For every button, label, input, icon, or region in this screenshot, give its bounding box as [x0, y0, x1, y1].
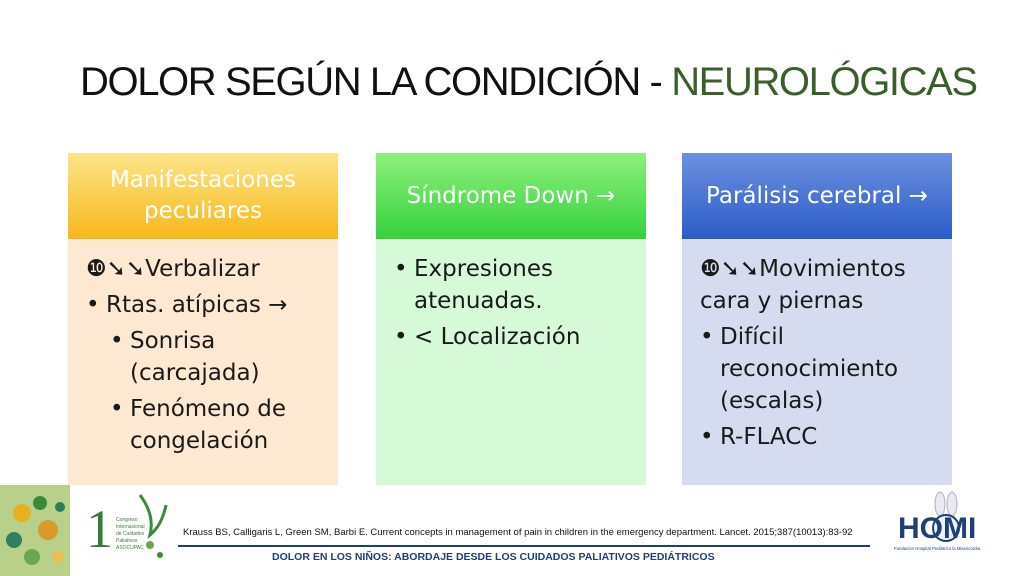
bullet-dot-icon: • — [394, 324, 408, 350]
bullet-dot-icon: • — [700, 324, 714, 350]
column-paralisis-cerebral: Parálisis cerebral → ❿➘➘Movimientos cara… — [682, 153, 952, 485]
bullet-item: •Expresiones atenuadas. — [394, 253, 632, 317]
column-header: Parálisis cerebral → — [682, 153, 952, 239]
column-body: •Expresiones atenuadas.•< Localización — [376, 239, 646, 485]
sub-bullet-item: •Sonrisa (carcajada) — [86, 325, 324, 389]
logo-line: Paliativos — [116, 538, 138, 544]
column-header: Manifestaciones peculiares — [68, 153, 338, 239]
column-line: ❿➘➘Verbalizar — [86, 256, 260, 282]
bullet-text: Rtas. atípicas → — [106, 292, 288, 318]
congress-logo: 1 Congreso Internacional de Cuidados Pal… — [0, 485, 168, 576]
bullet-dot-icon: • — [394, 256, 408, 282]
bullet-dot-icon: • — [86, 292, 100, 318]
homi-logo: HOMI Fundación Hospital Pediátrico la Mi… — [894, 491, 981, 551]
bullet-item: •R-FLACC — [700, 421, 938, 453]
column-manifestaciones: Manifestaciones peculiares ❿➘➘Verbalizar… — [68, 153, 338, 485]
title-accent: NEUROLÓGICAS — [671, 60, 978, 104]
bullet-dot-icon: • — [110, 328, 124, 354]
bullet-text: R-FLACC — [720, 424, 818, 450]
logo-line: Congreso — [116, 517, 138, 523]
bullet-item: •< Localización — [394, 321, 632, 353]
bullet-text: < Localización — [414, 324, 581, 350]
logo-line: de Cuidados — [116, 531, 145, 537]
logo-number: 1 — [86, 499, 113, 559]
column-header: Síndrome Down → — [376, 153, 646, 239]
bullet-text: Sonrisa (carcajada) — [130, 328, 260, 386]
logo-line: ASOCUPAC — [116, 545, 144, 551]
footer-divider — [178, 545, 870, 547]
bunny-logo-icon — [932, 491, 960, 542]
reference-citation: Krauss BS, Calligaris L, Green SM, Barbi… — [183, 527, 853, 538]
bullet-text: Expresiones atenuadas. — [414, 256, 553, 314]
footer-course-title: DOLOR EN LOS NIÑOS: ABORDAJE DESDE LOS C… — [272, 551, 715, 563]
title-main: DOLOR SEGÚN LA CONDICIÓN - — [80, 60, 672, 104]
bullet-dot-icon: • — [700, 424, 714, 450]
slide-title: DOLOR SEGÚN LA CONDICIÓN - NEUROLÓGICAS — [80, 60, 1000, 105]
bullet-text: Difícil reconocimiento (escalas) — [720, 324, 899, 414]
bullet-text: Fenómeno de congelación — [130, 396, 287, 454]
column-body: ❿➘➘Movimientos cara y piernas •Difícil re… — [682, 239, 952, 485]
logo-text: HOMI — [898, 512, 976, 545]
logo-line: Internacional — [116, 524, 145, 530]
bullet-item: •Rtas. atípicas → — [86, 289, 324, 321]
sub-bullet-item: •Fenómeno de congelación — [86, 393, 324, 457]
bullet-dot-icon: • — [110, 396, 124, 422]
logo-tagline: Fundación Hospital Pediátrico la Miseric… — [894, 546, 981, 551]
bullet-item: •Difícil reconocimiento (escalas) — [700, 321, 938, 417]
column-body: ❿➘➘Verbalizar•Rtas. atípicas →•Sonrisa (… — [68, 239, 338, 485]
column-line: ❿➘➘Movimientos cara y piernas — [700, 256, 906, 314]
column-sindrome-down: Síndrome Down → •Expresiones atenuadas.•… — [376, 153, 646, 485]
